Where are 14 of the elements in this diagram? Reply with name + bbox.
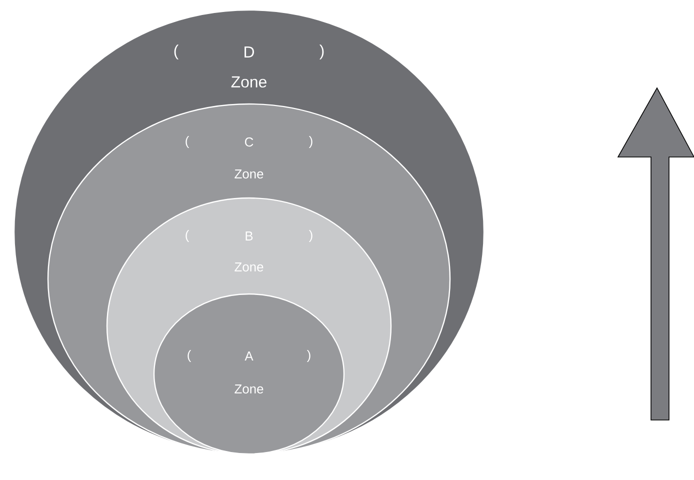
zone-label: Zone <box>234 169 264 178</box>
parenthesis: ( <box>188 350 192 362</box>
parenthesis: ( <box>186 230 190 242</box>
zone-letter: C <box>244 137 254 147</box>
parenthesis: ) <box>306 350 310 362</box>
parenthesis: ( <box>186 136 190 148</box>
parenthesis: ) <box>308 136 312 148</box>
zone-label: Zone <box>231 76 266 88</box>
parenthesis: ( <box>174 44 179 60</box>
zone-letter: A <box>244 352 254 360</box>
parenthesis: ) <box>308 230 312 242</box>
zone-label: Zone <box>234 384 264 394</box>
zone-letter: D <box>244 46 254 58</box>
parenthesis: ) <box>319 44 324 60</box>
